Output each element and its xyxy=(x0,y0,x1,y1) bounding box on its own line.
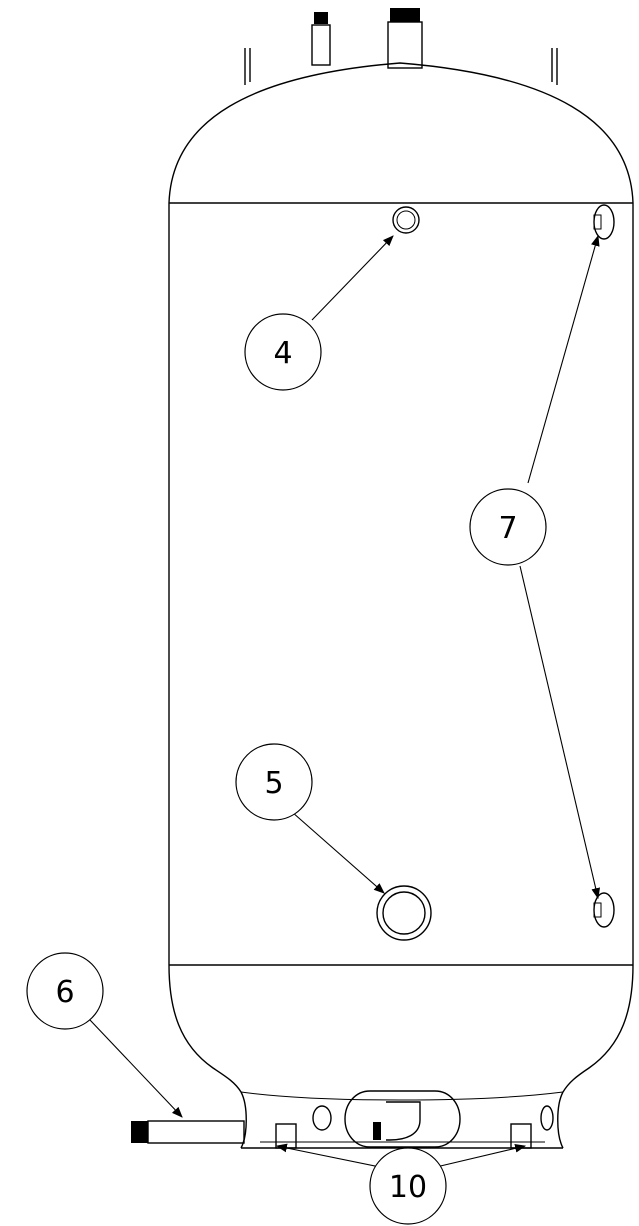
leader-lines xyxy=(89,234,601,1169)
callout-4: 4 xyxy=(244,313,322,391)
callout-4-label: 4 xyxy=(273,336,292,371)
nozzle-5 xyxy=(376,885,432,941)
callout-6: 6 xyxy=(26,952,104,1030)
callout-7: 7 xyxy=(469,488,547,566)
side-outlet-6 xyxy=(131,1120,245,1144)
sensor-ports-7 xyxy=(593,204,615,928)
callout-10: 10 xyxy=(369,1147,447,1225)
top-nozzles xyxy=(244,8,558,85)
callout-7-label: 7 xyxy=(498,511,517,546)
nozzle-4 xyxy=(392,206,420,234)
base-openings xyxy=(312,1090,554,1148)
callout-5: 5 xyxy=(235,743,313,821)
callout-6-label: 6 xyxy=(55,975,74,1010)
callout-5-label: 5 xyxy=(264,766,283,801)
callout-10-label: 10 xyxy=(389,1170,427,1205)
feet-10 xyxy=(275,1123,532,1149)
vessel-body xyxy=(168,62,634,1149)
